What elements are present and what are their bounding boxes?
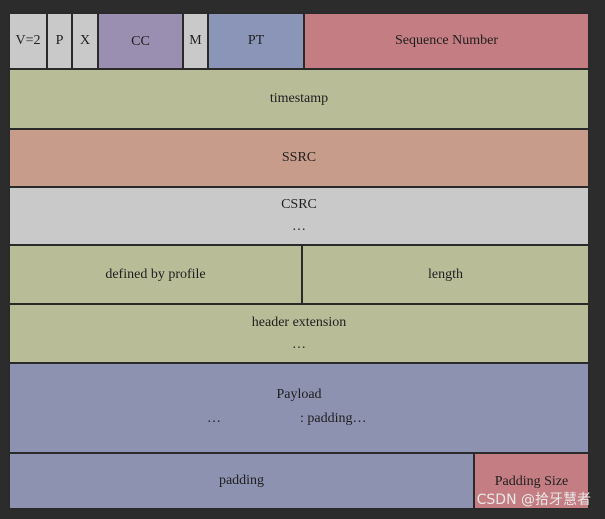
marker-field: M [182,12,209,70]
padding-bit-label: P [55,33,64,48]
timestamp-label: timestamp [269,91,329,106]
sequence-number-field: Sequence Number [303,12,590,70]
defined-by-profile-field: defined by profile [8,244,303,305]
ssrc-field: SSRC [8,128,590,188]
timestamp-field: timestamp [8,68,590,130]
payload-padding-label: : padding… [300,411,367,426]
padding-bit-field: P [46,12,73,70]
payload-type-label: PT [247,33,265,48]
payload-type-field: PT [207,12,305,70]
payload-field: Payload … : padding… [8,362,590,454]
watermark-text: CSDN @拾牙慧者 [476,492,591,508]
version-field: V=2 [8,12,48,70]
length-field: length [301,244,590,305]
defined-by-profile-label: defined by profile [105,266,206,282]
padding-size-field: Padding Size [473,452,590,510]
csrc-label: CSRC [281,197,317,212]
csrc-field: CSRC … [8,186,590,246]
header-extension-ellipsis: … [292,336,306,352]
padding-field: padding [8,452,475,510]
padding-label: padding [218,473,265,488]
marker-label: M [189,33,202,48]
payload-label: Payload [276,387,322,402]
length-label: length [428,266,463,282]
csrc-ellipsis: … [292,219,306,234]
payload-ellipsis: … [207,411,221,426]
csrc-count-label: CC [131,34,150,49]
payload-line-two: … : padding… [10,411,588,429]
extension-bit-field: X [71,12,99,70]
ssrc-label: SSRC [281,150,317,165]
version-label: V=2 [15,33,41,48]
header-extension-field: header extension … [8,303,590,364]
padding-size-label: Padding Size [494,474,569,489]
header-extension-label: header extension [251,314,347,330]
csrc-count-field: CC [97,12,184,70]
extension-bit-label: X [79,33,91,48]
sequence-number-label: Sequence Number [394,33,499,48]
